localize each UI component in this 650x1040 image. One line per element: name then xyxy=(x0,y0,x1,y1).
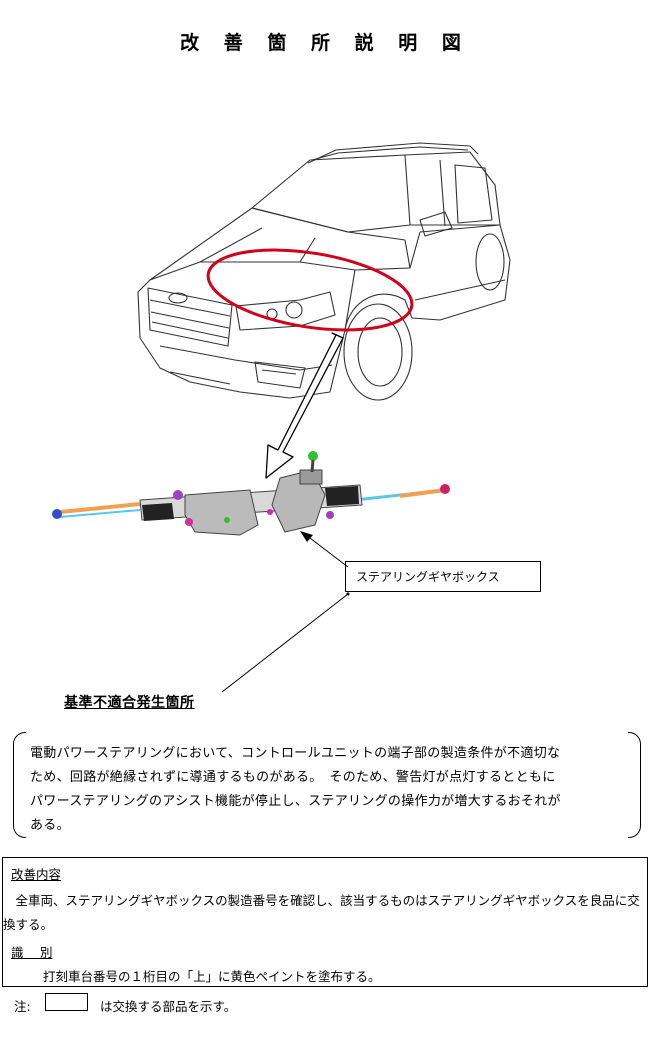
description-line: 電動パワーステアリングにおいて、コントロールユニットの端子部の製造条件が不適切な xyxy=(30,746,561,761)
part-label-box: ステアリングギヤボックス xyxy=(345,561,541,592)
highlight-ellipse xyxy=(206,248,414,332)
identification-body: 打刻車台番号の１桁目の「上」に黄色ペイントを塗布する。 xyxy=(43,969,381,984)
description-line: ある。 xyxy=(30,818,70,833)
part-label: ステアリングギヤボックス xyxy=(356,570,500,584)
improvement-body: 全車両、ステアリングギヤボックスの製造番号を確認し、該当するものはステアリングギ… xyxy=(3,893,640,932)
left-bracket xyxy=(13,732,26,838)
improvement-heading: 改善内容 xyxy=(11,867,62,882)
pointer-arrow xyxy=(265,332,344,479)
steering-gearbox-drawing xyxy=(52,451,450,536)
note-text: は交換する部品を示す。 xyxy=(100,999,237,1014)
note: 注: は交換する部品を示す。 xyxy=(14,993,236,1015)
page-title: 改 善 箇 所 説 明 図 xyxy=(180,32,470,54)
replacement-part-swatch xyxy=(45,993,88,1011)
description-text: 電動パワーステアリングにおいて、コントロールユニットの端子部の製造条件が不適切な… xyxy=(30,742,620,838)
description-line: パワーステアリングのアシスト機能が停止し、ステアリングの操作力が増大するおそれが xyxy=(30,794,561,809)
nonconformity-heading: 基準不適合発生箇所 xyxy=(64,695,195,711)
improvement-box: 改善内容 全車両、ステアリングギヤボックスの製造番号を確認し、該当するものはステ… xyxy=(2,857,648,987)
right-bracket xyxy=(628,732,641,838)
car-drawing xyxy=(137,142,511,401)
vehicle-illustration xyxy=(52,142,511,693)
description-line: ため、回路が絶縁されずに導通するものがある。 そのため、警告灯が点灯するとともに xyxy=(30,770,556,785)
note-prefix: 注: xyxy=(14,999,31,1014)
identification-heading: 識 別 xyxy=(11,945,53,960)
